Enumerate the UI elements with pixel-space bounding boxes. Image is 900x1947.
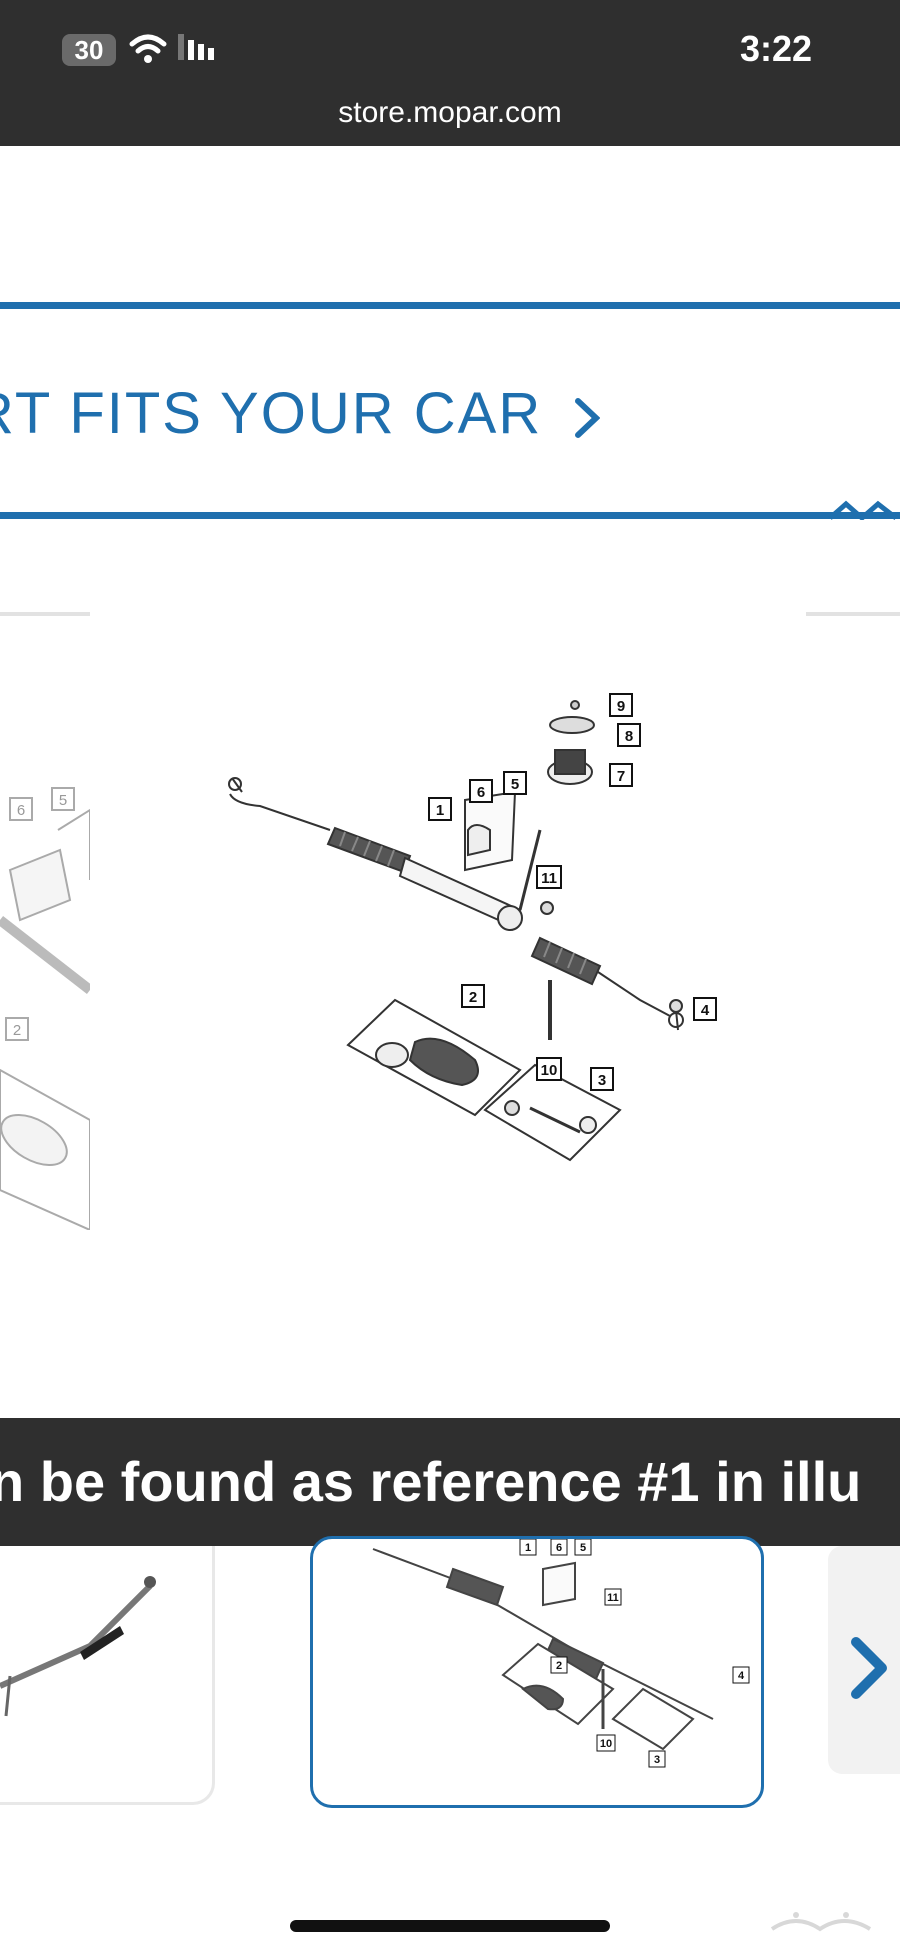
svg-text:1: 1 xyxy=(525,1542,531,1554)
cellular-signal-icon xyxy=(178,34,214,60)
svg-text:11: 11 xyxy=(541,870,557,887)
svg-text:10: 10 xyxy=(541,1062,558,1079)
svg-text:4: 4 xyxy=(701,1002,710,1019)
steering-rack-thumbnail xyxy=(0,1576,156,1717)
carousel-top-marks xyxy=(828,500,898,520)
steering-rack-diagram-partial: 6 5 2 xyxy=(0,787,90,1230)
status-bar: 30 3:22 store.mopar.com xyxy=(0,0,900,146)
svg-text:11: 11 xyxy=(607,1592,619,1604)
svg-text:10: 10 xyxy=(600,1738,612,1750)
steering-rack-diagram[interactable]: 1 2 3 4 5 6 7 8 9 10 11 xyxy=(200,680,740,1240)
fits-your-car-link[interactable]: RT FITS YOUR CAR xyxy=(0,380,601,447)
svg-text:5: 5 xyxy=(580,1542,586,1554)
svg-text:6: 6 xyxy=(17,802,25,819)
svg-text:6: 6 xyxy=(556,1542,562,1554)
clock: 3:22 xyxy=(739,28,812,69)
left-gray-line xyxy=(0,612,90,616)
thumbnail-2-selected[interactable]: 1 6 5 11 2 10 4 3 xyxy=(310,1536,764,1808)
top-rule xyxy=(0,302,900,309)
chevron-right-icon[interactable] xyxy=(848,1636,892,1700)
steering-rack-illustration: 1 2 3 4 5 6 7 8 9 10 11 xyxy=(228,693,717,1162)
fits-your-car-label: RT FITS YOUR CAR xyxy=(0,381,543,446)
svg-text:5: 5 xyxy=(59,792,67,809)
bottom-rule xyxy=(0,512,900,519)
svg-text:1: 1 xyxy=(436,802,444,819)
chevron-right-icon xyxy=(575,397,601,438)
svg-text:3: 3 xyxy=(598,1072,606,1089)
svg-text:4: 4 xyxy=(738,1670,745,1682)
svg-text:6: 6 xyxy=(477,784,485,801)
watermark-logo-icon xyxy=(770,1912,872,1932)
steering-rack-diagram-thumbnail: 1 6 5 11 2 10 4 3 xyxy=(372,1539,750,1768)
signal-badge: 30 xyxy=(62,34,116,66)
thumbnail-1[interactable] xyxy=(0,1546,215,1805)
svg-text:9: 9 xyxy=(617,698,625,715)
thumbnail-3[interactable] xyxy=(828,1546,900,1774)
svg-text:2: 2 xyxy=(469,989,477,1006)
address-bar-url[interactable]: store.mopar.com xyxy=(338,96,562,129)
caption-text: n be found as reference #1 in illu xyxy=(0,1450,862,1513)
svg-text:8: 8 xyxy=(625,728,633,745)
image-caption: n be found as reference #1 in illu xyxy=(0,1418,900,1546)
wifi-icon xyxy=(129,34,167,63)
svg-text:2: 2 xyxy=(556,1660,562,1672)
svg-text:5: 5 xyxy=(511,776,519,793)
home-indicator[interactable] xyxy=(290,1920,610,1932)
svg-text:7: 7 xyxy=(617,768,625,785)
svg-text:2: 2 xyxy=(13,1022,21,1039)
previous-image-partial[interactable]: 6 5 2 xyxy=(0,770,90,1230)
right-gray-line xyxy=(806,612,900,616)
svg-text:3: 3 xyxy=(654,1754,660,1766)
